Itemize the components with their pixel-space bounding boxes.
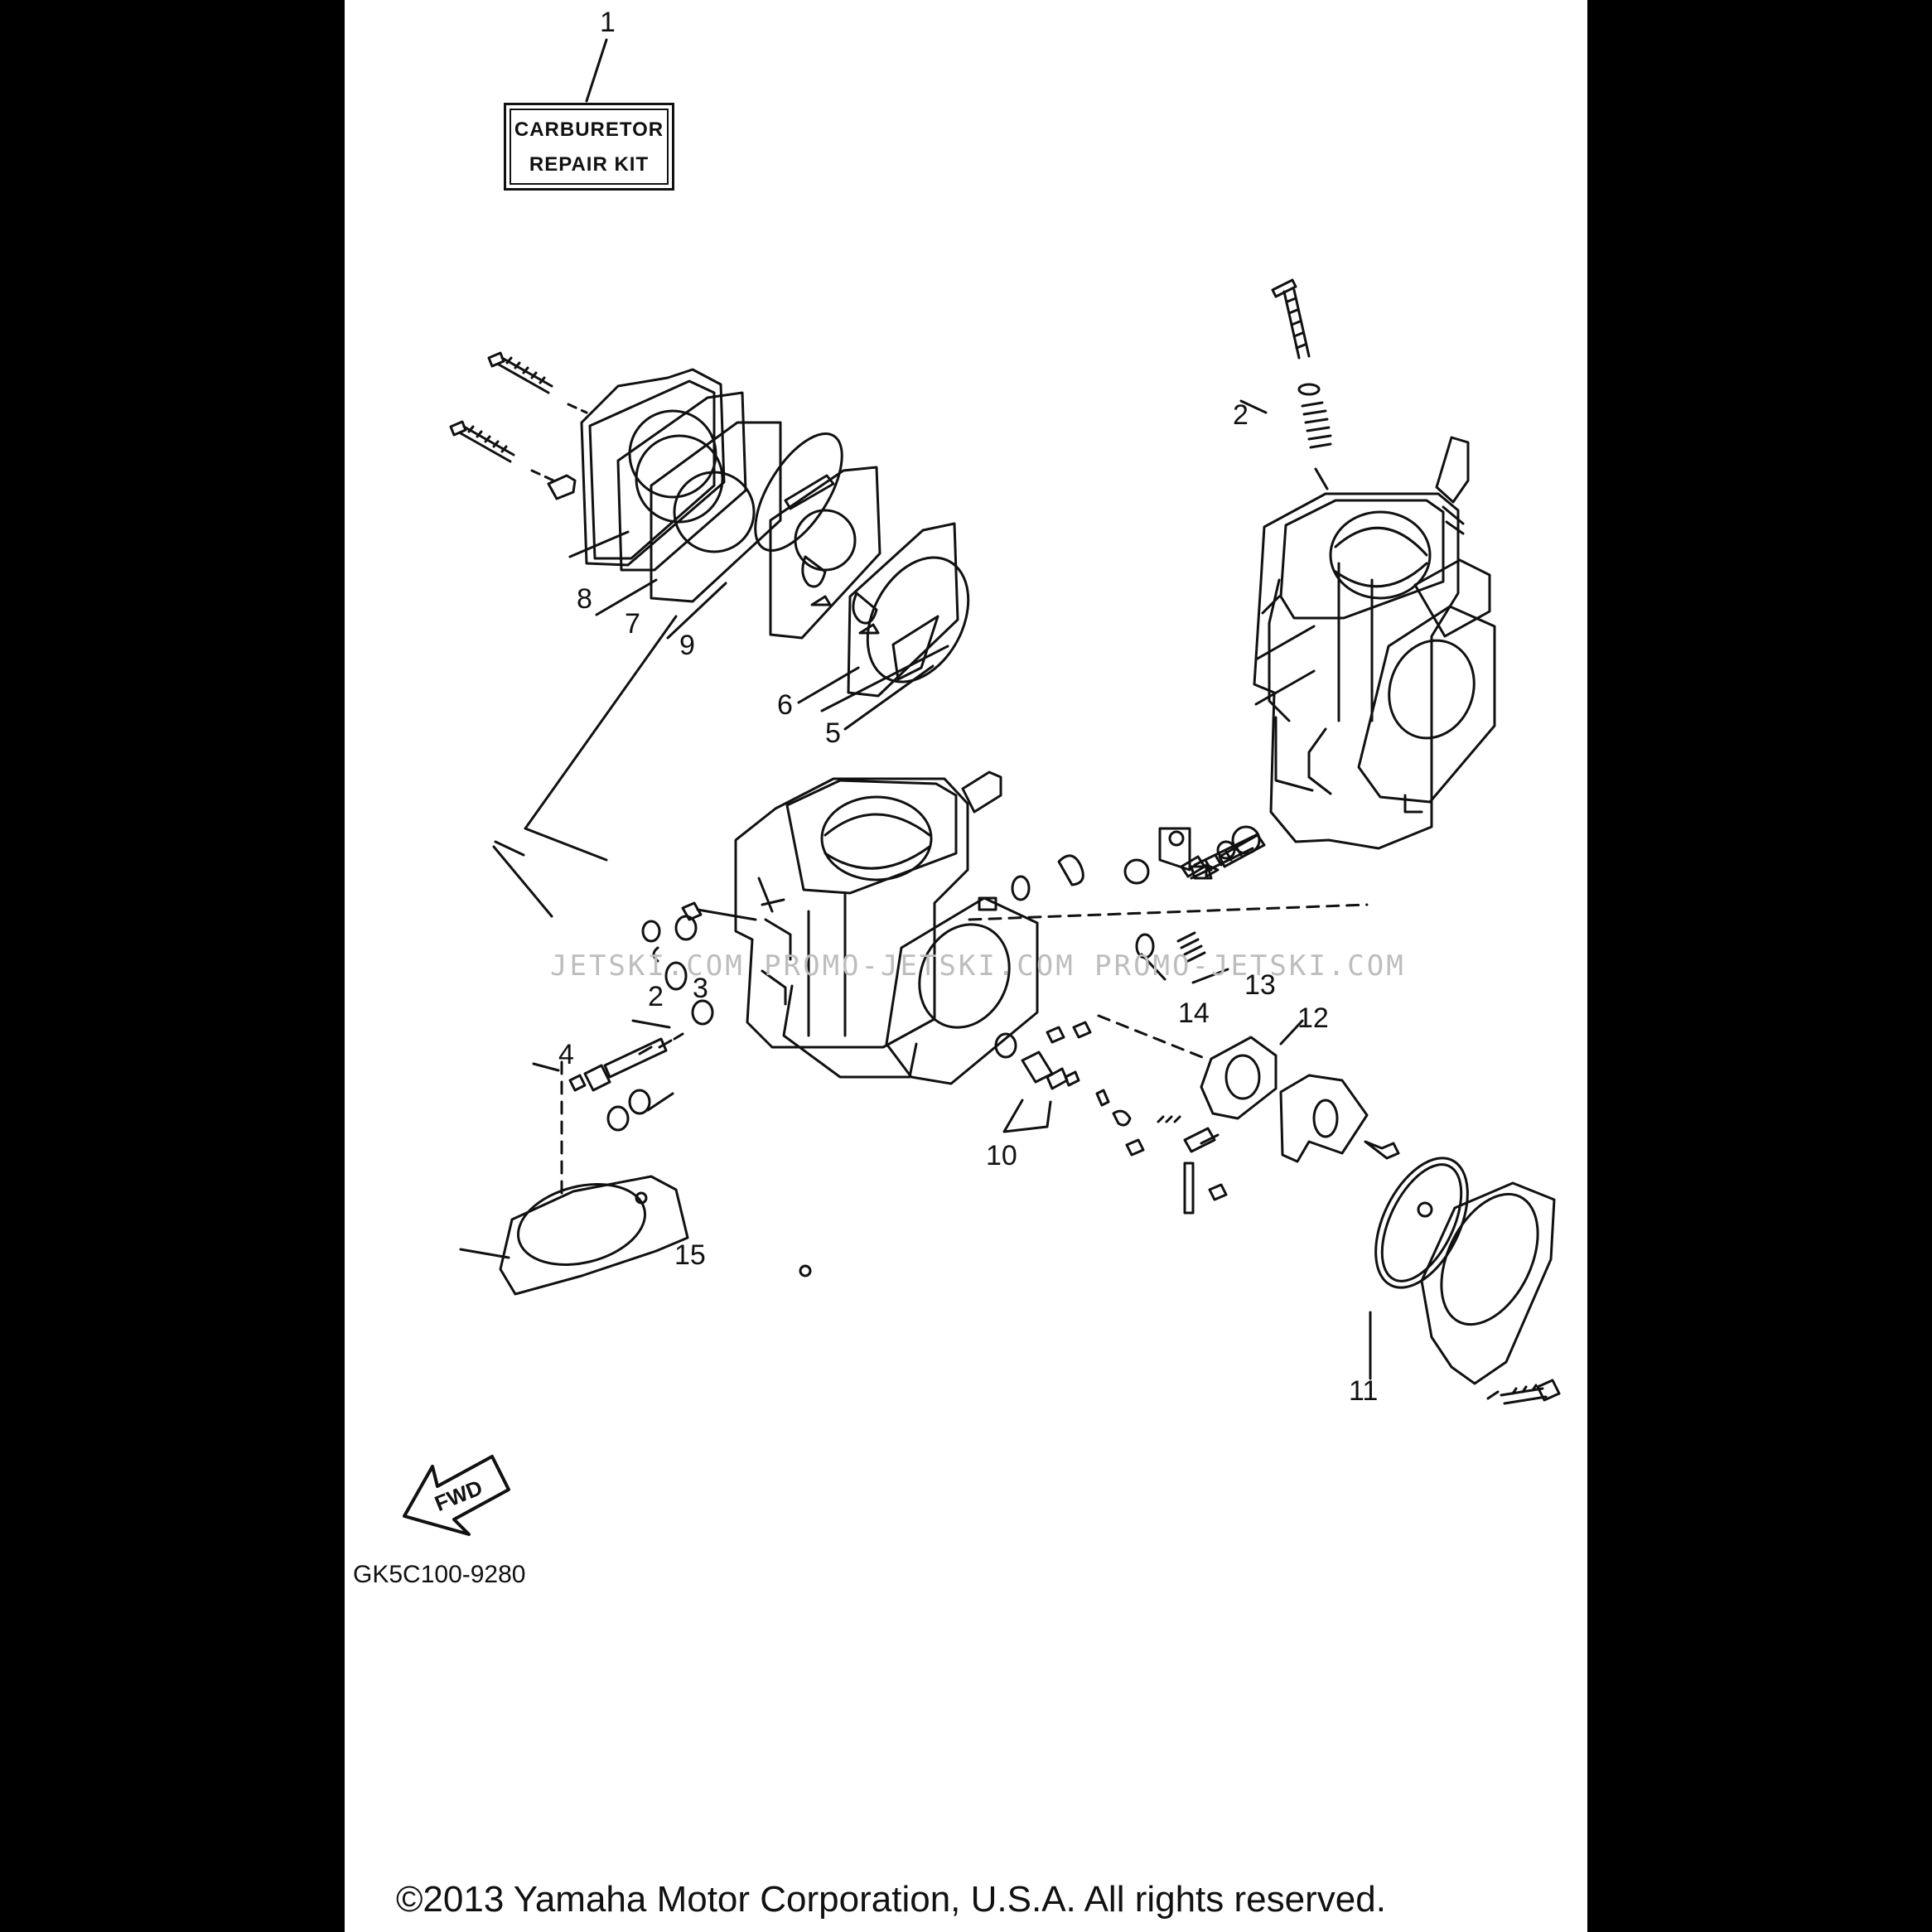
throttle-screw-right [1180,833,1266,880]
pump-cover [547,368,726,567]
callout-4[interactable]: 4 [558,1039,574,1070]
diagram-code: GK5C100-9280 [353,1561,526,1588]
gasket-15 [459,1175,812,1296]
callout-15[interactable]: 15 [674,1239,706,1271]
dashed-axis-12 [1097,1014,1208,1060]
gasket-12 [1200,1019,1304,1120]
callout-10[interactable]: 10 [986,1140,1017,1171]
callout-5[interactable]: 5 [825,717,841,749]
screw-upper-2 [449,420,515,463]
callout-2-left[interactable]: 2 [648,981,664,1012]
carburetor-right [1253,436,1496,850]
callout-12[interactable]: 12 [1297,1002,1329,1034]
callout-3[interactable]: 3 [693,973,708,1004]
lever-assembly [1157,1115,1228,1215]
watermark: JETSKI.COM PROMO-JETSKI.COM PROMO-JETSKI… [550,949,1406,983]
pump-cover-gasket [1420,1181,1556,1385]
washer-top [1297,383,1321,396]
leader-2-top [1239,399,1268,414]
bracket-lines [492,615,949,918]
pilot-screw-top [1271,278,1311,360]
leader-1 [585,38,608,103]
parts-diagram-sheet: CARBURETOR REPAIR KIT JETSKI.COM PROMO-J… [345,0,1587,1932]
gasket-7 [595,421,782,616]
kit-label-line2: REPAIR KIT [529,153,650,176]
screw-axis-lines [530,403,588,482]
exploded-view-drawing [403,38,1561,1536]
kit-label-line1: CARBURETOR [514,118,664,141]
spring-13 [1176,931,1206,963]
callout-7[interactable]: 7 [625,608,640,640]
callout-6[interactable]: 6 [777,689,793,721]
o-ring-9 [666,432,843,640]
callout-14[interactable]: 14 [1178,997,1210,1029]
carburetor-main [734,770,1002,1079]
callout-13[interactable]: 13 [1244,969,1276,1001]
screw-bottom-right [1486,1379,1561,1405]
reed-plate-6 [797,522,959,704]
copyright-notice: ©2013 Yamaha Motor Corporation, U.S.A. A… [396,1879,1386,1920]
fwd-arrow [403,1455,510,1536]
jet-assembly-10 [994,1021,1145,1157]
callout-2-top[interactable]: 2 [1233,399,1249,431]
valve-seat-body [769,466,881,640]
carburetor-repair-kit-label: CARBURETOR REPAIR KIT [504,103,674,191]
callout-1[interactable]: 1 [600,7,616,38]
diaphragm-11 [1369,1157,1469,1380]
left-side-parts [532,901,757,1132]
gasket-8 [568,391,747,572]
callout-11[interactable]: 11 [1349,1375,1379,1407]
screw-upper-1 [487,351,553,394]
flange-main [885,896,1039,1085]
callout-8[interactable]: 8 [577,583,592,615]
leaders-13-14 [1140,953,1229,984]
spring-top [1301,401,1332,490]
pump-body-cap [1279,1074,1400,1163]
small-parts-chain [968,825,1369,921]
callout-9[interactable]: 9 [679,630,695,661]
